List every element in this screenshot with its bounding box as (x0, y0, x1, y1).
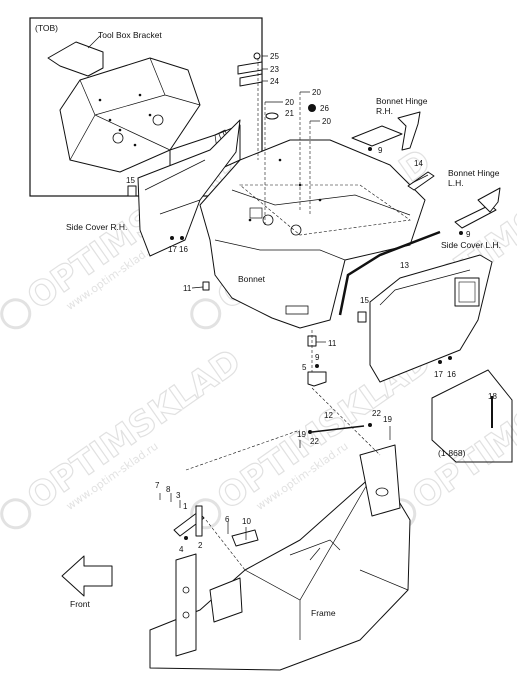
callout-23: 23 (270, 65, 279, 74)
side-cover-rh-label: Side Cover R.H. (66, 222, 127, 232)
side-cover-lh: 15 17 16 (357, 254, 493, 383)
callout-11-mid: 11 (328, 339, 337, 348)
callout-20-c: 20 (322, 117, 331, 126)
side-cover-lh-label: Side Cover L.H. (441, 240, 501, 250)
callout-13: 13 (400, 261, 409, 270)
callout-2: 2 (198, 541, 203, 550)
latch-assembly: 11 9 5 (302, 330, 337, 387)
callout-9-rh: 9 (378, 146, 383, 155)
callout-9-lh: 9 (466, 230, 471, 239)
front-arrow-icon (61, 555, 113, 597)
callout-15-lh: 15 (360, 296, 369, 305)
side-cover-rh: 15 Side Cover R.H. 17 16 (66, 119, 241, 257)
callout-7: 7 (155, 481, 160, 490)
callout-12: 12 (324, 411, 333, 420)
callout-18: 18 (488, 392, 497, 401)
callout-1: 1 (183, 502, 188, 511)
bonnet-hinge-rh-side: R.H. (376, 106, 393, 116)
serial-note: (1-868) (438, 448, 466, 458)
left-hardware: 7 8 3 1 4 2 6 10 (155, 429, 301, 554)
callout-16-lh: 16 (447, 370, 456, 379)
callout-16-rh: 16 (179, 245, 188, 254)
callout-8: 8 (166, 485, 171, 494)
clip-15-rh (127, 185, 137, 197)
callout-10: 10 (242, 517, 251, 526)
callout-6: 6 (225, 515, 230, 524)
bonnet-hinge-rh-label: Bonnet Hinge (376, 96, 428, 106)
top-fasteners: 25 23 24 20 20 21 26 20 (237, 52, 331, 225)
callout-4: 4 (179, 545, 184, 554)
part-14 (407, 171, 435, 191)
frame: Frame (149, 387, 411, 671)
callout-25: 25 (270, 52, 279, 61)
bonnet-hinge-rh: Bonnet Hinge R.H. 9 (351, 96, 428, 155)
callout-22-b: 22 (310, 437, 319, 446)
bonnet-label: Bonnet (238, 274, 266, 284)
clip-15-lh (357, 311, 367, 323)
seal-13: 13 (338, 230, 443, 317)
callout-5: 5 (302, 363, 307, 372)
callout-21: 21 (285, 109, 294, 118)
tob-tag: (TOB) (35, 23, 58, 33)
tool-box-bracket-label: Tool Box Bracket (98, 30, 162, 40)
callout-22-a: 22 (372, 409, 381, 418)
callout-14: 14 (414, 159, 423, 168)
callout-20-b: 20 (285, 98, 294, 107)
callout-15-rh: 15 (126, 176, 135, 185)
callout-26: 26 (320, 104, 329, 113)
bonnet: Bonnet 11 (183, 139, 426, 329)
tool-box-bracket-part (47, 41, 104, 77)
callout-19-b: 19 (297, 430, 306, 439)
callout-20-a: 20 (312, 88, 321, 97)
callout-17-rh: 17 (168, 245, 177, 254)
front-label: Front (70, 599, 90, 609)
bonnet-hinge-lh-label: Bonnet Hinge (448, 168, 500, 178)
callout-17-lh: 17 (434, 370, 443, 379)
callout-9-mid: 9 (315, 353, 320, 362)
serial-range-box: 18 (1-868) (431, 369, 513, 463)
frame-pillar (359, 444, 401, 517)
callout-24: 24 (270, 77, 279, 86)
frame-label: Frame (311, 608, 336, 618)
callout-19-a: 19 (383, 415, 392, 424)
bonnet-hinge-lh-side: L.H. (448, 178, 464, 188)
support-rod: 12 22 19 19 22 (297, 409, 392, 448)
callout-11-top: 11 (183, 284, 192, 293)
frame-upright (175, 553, 197, 657)
callout-3: 3 (176, 491, 181, 500)
front-indicator: Front (61, 555, 113, 609)
bonnet-hinge-lh: 14 Bonnet Hinge L.H. 9 Side Cover L.H. (407, 159, 501, 250)
